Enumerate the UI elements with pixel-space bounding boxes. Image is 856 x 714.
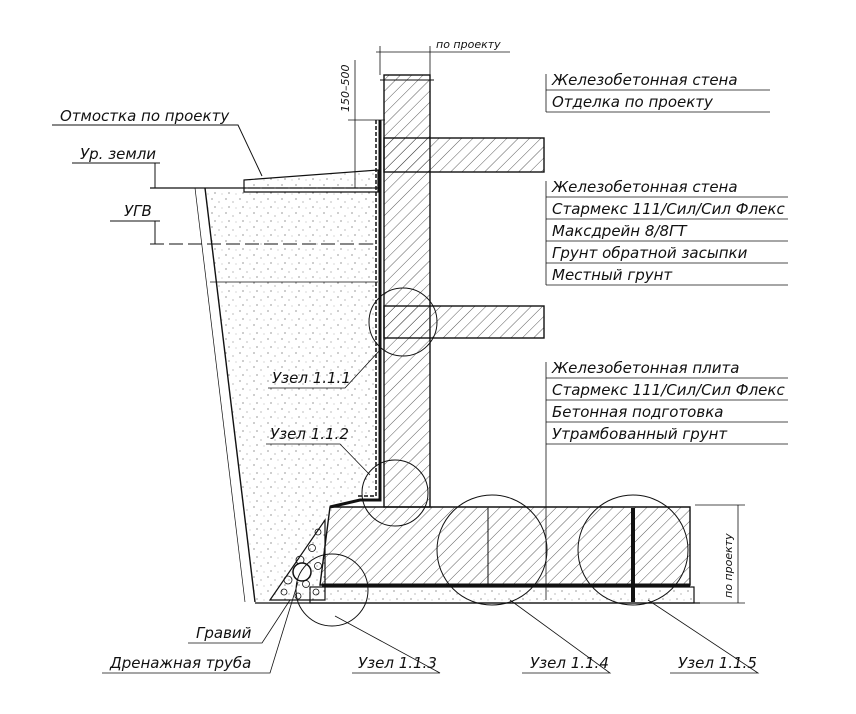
node-112-label: Узел 1.1.2	[270, 425, 349, 443]
node-circle-115	[577, 494, 689, 606]
excavation-slope-inner	[194, 187, 246, 603]
node-114-leader	[509, 599, 612, 674]
drain-pipe-leader	[102, 581, 299, 674]
wall-waterproofing	[329, 120, 382, 509]
slab-label-2: Бетонная подготовка	[552, 403, 723, 421]
wall-label-2: Максдрейн 8/8ГТ	[552, 222, 688, 240]
otmostka-label: Отмостка по проекту	[60, 107, 230, 125]
wall-drain-membrane	[356, 120, 377, 497]
node-115-leader	[647, 599, 760, 674]
wall-label-3: Грунт обратной засыпки	[552, 244, 748, 262]
slab-label-stack: Железобетонная плита Стармекс 111/Сил/Си…	[545, 359, 788, 600]
slab-label-1: Стармекс 111/Сил/Сил Флекс	[552, 381, 785, 399]
otmostka-slab	[243, 169, 379, 193]
node-113-label: Узел 1.1.3	[358, 654, 437, 672]
wall-label-1: Стармекс 111/Сил/Сил Флекс	[552, 200, 785, 218]
node-111-leader	[268, 349, 381, 389]
node-111-label: Узел 1.1.1	[272, 369, 351, 387]
node-114-label: Узел 1.1.4	[530, 654, 609, 672]
node-circle-112	[361, 459, 429, 527]
node-circle-114	[436, 494, 548, 606]
wall-label-0: Железобетонная стена	[551, 178, 738, 196]
backfill-soil	[205, 188, 378, 602]
wall-label-stack: Железобетонная стена Стармекс 111/Сил/Си…	[545, 178, 788, 286]
middle-floor-slab	[383, 305, 545, 339]
wall-label-4: Местный грунт	[552, 266, 673, 284]
ground-level-label: Ур. земли	[80, 145, 156, 163]
node-112-leader	[266, 443, 371, 476]
slab-label-3: Утрамбованный грунт	[552, 425, 728, 443]
right-dimension: по проекту	[722, 533, 735, 598]
node-113-leader	[334, 615, 441, 674]
vertical-dimension: 150–500	[339, 65, 352, 113]
node-circle-111	[368, 287, 438, 357]
gravel-leader	[188, 599, 291, 644]
top-dimension: по проекту	[436, 38, 501, 51]
node-115-label: Узел 1.1.5	[678, 654, 757, 672]
groundwater-label: УГВ	[124, 202, 152, 220]
gravel-label: Гравий	[196, 624, 252, 642]
drain-pipe-symbol	[292, 562, 312, 582]
node-circle-113	[295, 553, 369, 627]
drain-pipe-label: Дренажная труба	[109, 654, 251, 672]
otmostka-leader	[52, 124, 263, 177]
excavation-slope-line	[204, 187, 256, 603]
wall-top-label-stack: Железобетонная стена Отделка по проекту	[545, 71, 770, 113]
upper-floor-slab	[383, 137, 545, 173]
wall-top-label-1: Отделка по проекту	[552, 93, 714, 111]
slab-label-0: Железобетонная плита	[551, 359, 739, 377]
wall-top-label-0: Железобетонная стена	[551, 71, 738, 89]
